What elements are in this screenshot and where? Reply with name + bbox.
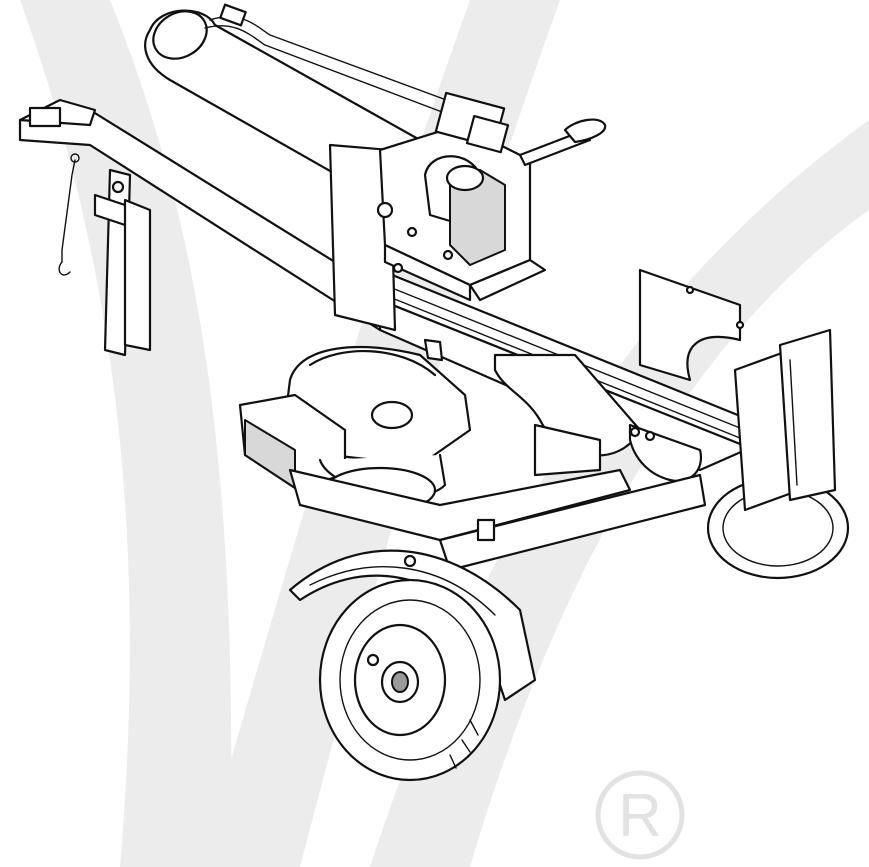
chassis-frame [288,423,707,572]
registered-trademark-mark: R [595,770,685,860]
log-cradle [493,353,703,483]
control-valve [434,91,607,167]
tow-tongue [18,98,382,357]
engine [238,338,472,514]
registered-symbol-letter: R [618,782,661,849]
front-fender [288,549,537,702]
front-left-wheel [318,578,502,782]
ram-head-assembly [328,123,547,332]
safety-chain [58,153,80,276]
end-plate [638,268,837,512]
